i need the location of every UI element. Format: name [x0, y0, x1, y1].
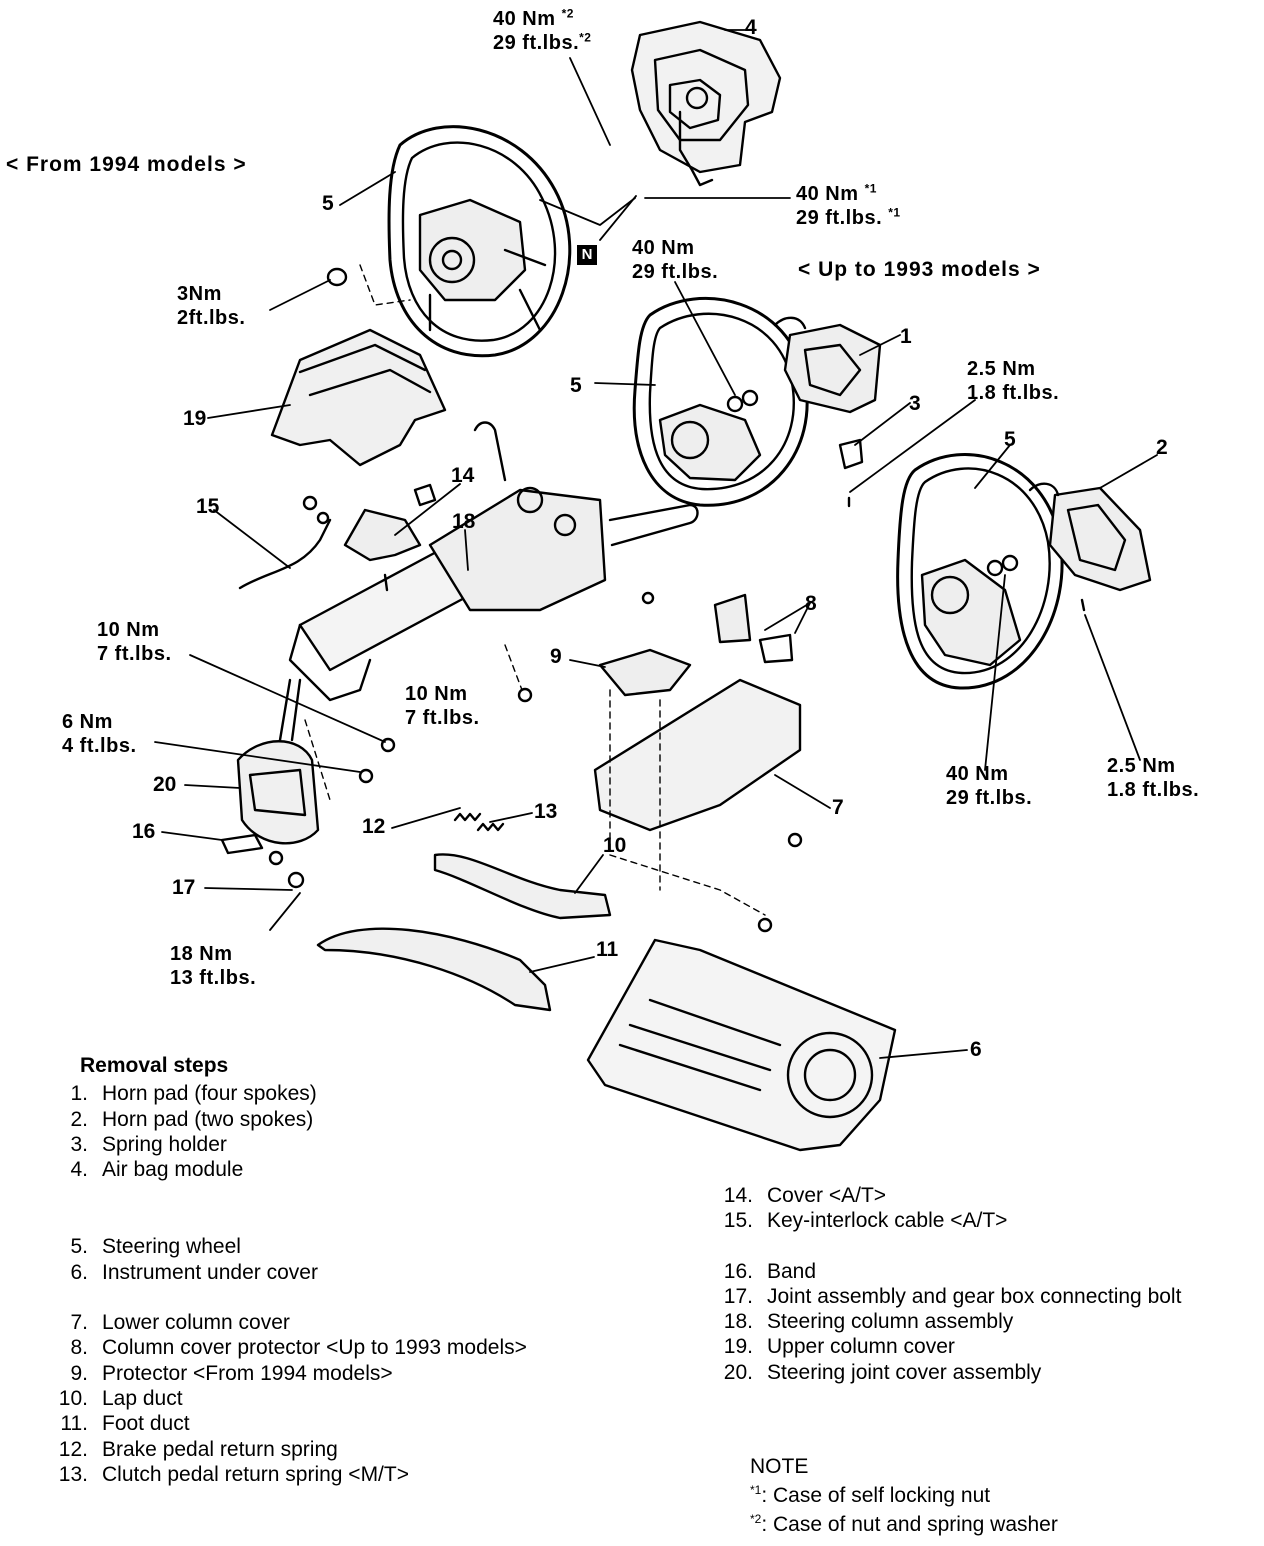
torque-40nm-self-locking: 40 Nm *1 29 ft.lbs. *1	[796, 181, 901, 229]
step-row: 20.Steering joint cover assembly	[723, 1360, 1042, 1384]
callout-6: 6	[970, 1038, 982, 1061]
callout-17: 17	[172, 876, 196, 899]
bolt-2-5nm-bottom	[1080, 598, 1086, 612]
callout-8: 8	[805, 592, 817, 615]
callout-7: 7	[832, 796, 844, 819]
instrument-under-cover	[586, 938, 897, 1152]
column-cover-protector	[713, 593, 794, 664]
cover-at	[343, 483, 437, 592]
steering-column-assembly	[288, 421, 699, 702]
steering-wheel-1994	[387, 125, 572, 358]
callout-5-two-spoke: 5	[1004, 428, 1016, 451]
callout-5-from-1994: 5	[322, 192, 334, 215]
clutch-pedal-spring	[476, 822, 505, 832]
callout-2: 2	[1156, 436, 1168, 459]
callout-15: 15	[196, 495, 220, 518]
upper-column-cover	[270, 328, 447, 467]
alignment-lines	[304, 264, 766, 916]
step-row: 10.Lap duct	[58, 1386, 183, 1410]
callout-1: 1	[900, 325, 912, 348]
bolt-10nm-mid	[517, 687, 533, 703]
step-row: 11.Foot duct	[60, 1412, 190, 1436]
callout-16: 16	[132, 820, 156, 843]
step-row: 3.Spring holder	[70, 1132, 227, 1156]
lap-duct	[433, 853, 612, 920]
callout-12: 12	[362, 815, 386, 838]
bolt-10nm-left	[380, 737, 396, 753]
step-row: 8.Column cover protector <Up to 1993 mod…	[70, 1336, 527, 1360]
torque-40nm-nut-spring-washer: 40 Nm *2 29 ft.lbs.*2	[493, 6, 592, 54]
header-from-1994: < From 1994 models >	[6, 153, 247, 176]
key-interlock-cable	[238, 495, 332, 590]
note-item: *1: Case of self locking nut	[750, 1483, 991, 1507]
protector	[598, 591, 692, 697]
callout-19: 19	[183, 407, 207, 430]
step-row: 13.Clutch pedal return spring <M/T>	[58, 1462, 409, 1486]
step-row: 18.Steering column assembly	[723, 1310, 1014, 1334]
band	[220, 833, 264, 855]
steering-wheel-four-spoke	[632, 296, 809, 507]
step-row: 1.Horn pad (four spokes)	[70, 1082, 317, 1106]
bolt-6nm	[358, 768, 374, 784]
step-row: 15.Key-interlock cable <A/T>	[723, 1209, 1008, 1233]
step-row: 16.Band	[723, 1259, 817, 1283]
brake-pedal-spring	[453, 812, 482, 822]
step-row: 12.Brake pedal return spring	[58, 1437, 338, 1461]
cover-screw	[787, 832, 803, 848]
step-row: 7.Lower column cover	[70, 1311, 290, 1335]
spring-holder	[838, 438, 864, 470]
leader-lines	[154, 29, 1158, 1059]
callout-14: 14	[451, 464, 475, 487]
note-item: *2: Case of nut and spring washer	[750, 1512, 1058, 1536]
callout-3: 3	[909, 392, 921, 415]
step-row: 2.Horn pad (two spokes)	[70, 1107, 314, 1131]
callout-5-four-spoke: 5	[570, 374, 582, 397]
callout-18: 18	[452, 510, 476, 533]
lower-column-cover	[593, 678, 802, 832]
step-row: 9.Protector <From 1994 models>	[70, 1361, 393, 1385]
foot-duct	[316, 927, 552, 1012]
callout-4: 4	[745, 16, 757, 39]
step-row: 5.Steering wheel	[70, 1235, 241, 1259]
step-row: 6.Instrument under cover	[70, 1260, 318, 1284]
removal-steps-left: Removal steps 1.Horn pad (four spokes) 2…	[50, 1053, 610, 1487]
callout-13: 13	[534, 800, 558, 823]
joint-bolt	[268, 850, 284, 866]
removal-steps-right: 14.Cover <A/T> 15.Key-interlock cable <A…	[715, 1183, 1255, 1385]
header-up-to-1993: < Up to 1993 models >	[798, 258, 1041, 281]
steering-joint-cover	[236, 678, 320, 845]
cover-screw-lower	[757, 917, 773, 933]
air-bag-module	[630, 20, 782, 187]
nut-n-badge: N	[577, 245, 597, 265]
horn-pad-four-spokes	[773, 316, 882, 414]
horn-pad-two-spokes	[1028, 482, 1152, 592]
steering-wheel-two-spoke	[896, 453, 1064, 690]
step-row: 19.Upper column cover	[723, 1335, 955, 1359]
callout-10: 10	[603, 834, 627, 857]
callout-20: 20	[153, 773, 177, 796]
connecting-bolt	[287, 871, 305, 889]
note-title: NOTE	[750, 1455, 809, 1478]
step-row: 14.Cover <A/T>	[723, 1184, 887, 1207]
step-row: 17.Joint assembly and gear box connectin…	[723, 1284, 1182, 1308]
note-block: NOTE *1: Case of self locking nut *2: Ca…	[750, 1452, 1058, 1539]
step-row: 4.Air bag module	[70, 1158, 244, 1182]
nut-3nm	[326, 267, 348, 287]
callout-11: 11	[596, 938, 619, 961]
callout-9: 9	[550, 645, 562, 668]
removal-steps-title: Removal steps	[80, 1054, 229, 1077]
